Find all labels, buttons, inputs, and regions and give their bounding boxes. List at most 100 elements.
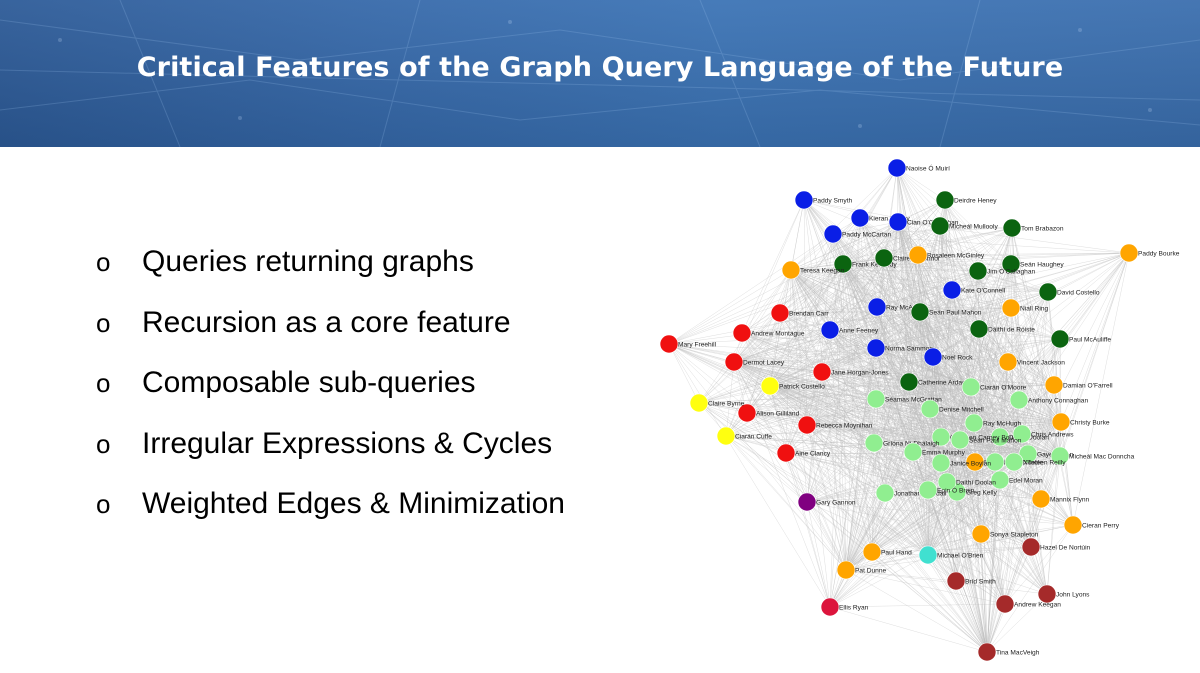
graph-node-label: Niall Ring — [1020, 306, 1049, 313]
graph-edge — [842, 263, 1020, 401]
bullet-list: o Queries returning graphs o Recursion a… — [96, 232, 565, 535]
graph-node-circle — [1044, 375, 1064, 395]
graph-node: Paddy Smyth — [794, 190, 853, 210]
graph-edge — [733, 361, 988, 653]
graph-edge — [806, 501, 929, 556]
graph-edge — [876, 306, 1061, 340]
graph-edge — [769, 385, 1048, 595]
graph-edge — [927, 489, 957, 582]
graph-edge — [939, 225, 979, 272]
graph-edge — [970, 307, 1012, 388]
graph-edge — [821, 347, 877, 373]
graph-edge — [741, 332, 982, 535]
graph-edge — [919, 311, 929, 491]
graph-node-circle — [918, 545, 938, 565]
graph-edge — [733, 312, 781, 363]
graph-node-label: Seán Paul Mahon — [929, 310, 982, 317]
graph-edge — [790, 254, 919, 271]
graph-edge — [917, 254, 1029, 455]
graph-node: Rebecca Moynihan — [797, 415, 873, 435]
graph-edge — [725, 435, 847, 571]
graph-edge — [769, 385, 847, 571]
graph-node: Gary Gannon — [797, 492, 856, 512]
graph-node: Teresa Keegan — [781, 260, 845, 280]
graph-node: Brendan Carr — [770, 303, 829, 323]
graph-edge — [733, 361, 847, 571]
bullet-item: o Composable sub-queries — [96, 353, 565, 414]
graph-edge — [896, 167, 1012, 309]
bullet-item: o Recursion as a core feature — [96, 293, 565, 354]
graph-edge — [1030, 421, 1062, 548]
graph-edge — [806, 501, 988, 653]
graph-edge — [790, 269, 942, 464]
graph-node: Tom Brabazon — [1002, 218, 1064, 238]
graph-edge — [842, 263, 975, 424]
graph-edge — [946, 481, 1006, 605]
graph-edge — [859, 217, 1074, 526]
graph-edge — [785, 371, 823, 454]
graph-edge — [884, 492, 988, 653]
graph-node-circle — [862, 542, 882, 562]
graph-edge — [725, 435, 929, 556]
graph-edge — [790, 269, 914, 453]
graph-edge — [821, 371, 972, 388]
graph-edge — [912, 263, 1012, 453]
graph-edge — [1046, 455, 1061, 595]
graph-node-circle — [935, 190, 955, 210]
graph-edge — [829, 603, 1006, 608]
graph-edge — [978, 328, 988, 653]
graph-node: Ciarán O'Moore — [961, 377, 1027, 397]
graph-edge — [698, 402, 1006, 605]
graph-edge — [871, 551, 929, 556]
graph-edge — [986, 453, 1029, 653]
graph-edge — [790, 269, 1074, 526]
graph-edge — [829, 455, 1061, 608]
graph-node: Alison Gilliland — [737, 403, 800, 423]
bullet-text: Recursion as a core feature — [142, 305, 511, 339]
graph-node-label: Noel Rock — [942, 355, 973, 362]
graph-node-label: Mannix Flynn — [1050, 497, 1090, 504]
bullet-item: o Weighted Edges & Minimization — [96, 474, 565, 535]
graph-edge — [927, 554, 1006, 605]
graph-node-circle — [1021, 537, 1041, 557]
graph-node: Paddy Bourke — [1119, 243, 1180, 263]
graph-node: Claire Byrne — [689, 393, 745, 413]
graph-node-label: Edel Moran — [1009, 478, 1043, 485]
graph-node-circle — [969, 319, 989, 339]
graph-node-circle — [732, 323, 752, 343]
graph-node-label: Deirdre Heney — [954, 198, 997, 205]
graph-edge — [790, 269, 980, 330]
graph-node: Vincent Jackson — [998, 352, 1065, 372]
graph-edge — [884, 462, 942, 494]
graph-edge — [956, 491, 1006, 605]
graph-node-circle — [1009, 390, 1029, 410]
graph-edge — [1004, 546, 1032, 605]
graph-node-circle — [724, 352, 744, 372]
graph-node: Anne Feeney — [820, 320, 879, 340]
graph-edge — [986, 461, 996, 653]
graph-edge — [725, 361, 735, 437]
graph-node: Sonya Stapleton — [971, 524, 1039, 544]
graph-edge — [668, 233, 834, 345]
graph-edge — [725, 386, 972, 437]
graph-node-circle — [918, 480, 938, 500]
graph-node-circle — [1012, 424, 1032, 444]
graph-edge — [1018, 291, 1049, 401]
graph-edge — [746, 412, 929, 556]
graph-node-label: Seán Haughey — [1020, 262, 1064, 269]
graph-node-circle — [968, 261, 988, 281]
graph-edge — [769, 385, 1032, 548]
graph-node-circle — [930, 216, 950, 236]
graph-edge — [668, 343, 823, 373]
graph-edge — [927, 524, 1074, 556]
graph-node-circle — [874, 248, 894, 268]
graph-edge — [873, 291, 1049, 444]
graph-node-label: Christy Burke — [1070, 420, 1110, 427]
graph-node-circle — [1050, 446, 1070, 466]
graph-edge — [790, 167, 898, 271]
graph-node: Cathleen Carney Boud — [931, 427, 1017, 447]
graph-edge — [956, 491, 1048, 595]
graph-edge — [829, 461, 996, 608]
graph-edge — [806, 361, 1009, 426]
graph-edge — [733, 361, 831, 608]
